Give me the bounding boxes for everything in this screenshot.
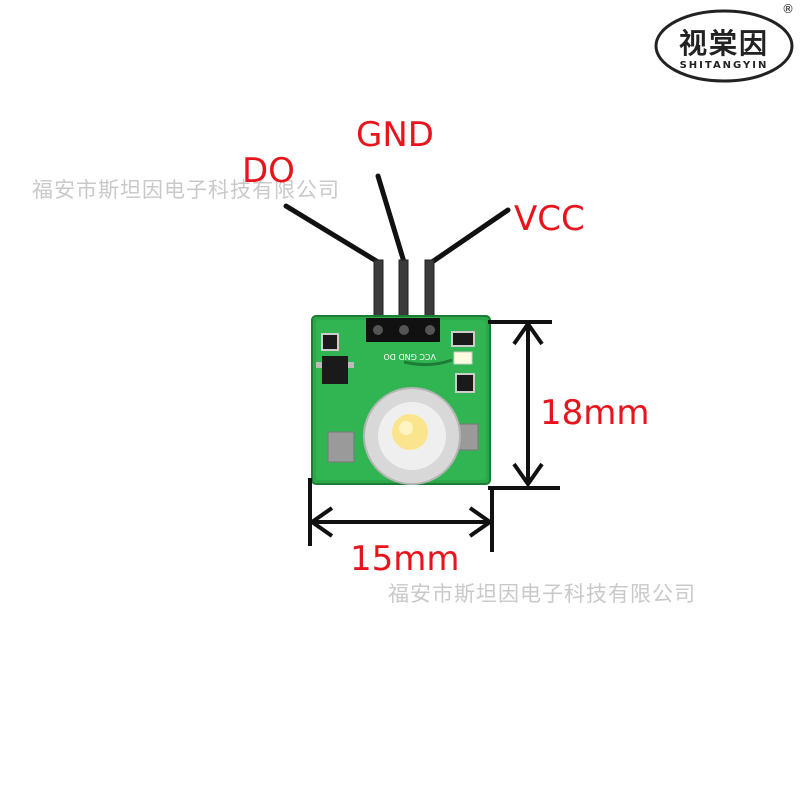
label-vcc: VCC [514,199,585,239]
label-do: DO [242,151,295,191]
header-pins [373,259,435,323]
pcb-board [311,315,491,485]
pointer-lines [283,173,511,265]
silkscreen-pin-labels: VCC GND DO [383,352,436,361]
watermark-top: 福安市斯坦因电子科技有限公司 [32,178,340,202]
label-gnd: GND [356,115,434,155]
width-dimension [308,478,494,552]
watermark-bottom: 福安市斯坦因电子科技有限公司 [388,582,696,606]
logo-english-text: SHITANGYIN [679,60,769,71]
height-dimension [488,320,560,490]
registered-trademark-icon: ® [782,2,794,16]
dimension-height-label: 18mm [540,393,650,433]
logo-chinese-text: 视棠因 [678,27,769,60]
brand-logo: 视棠因 SHITANGYIN ® [654,2,794,84]
dimension-width-label: 15mm [350,539,460,579]
